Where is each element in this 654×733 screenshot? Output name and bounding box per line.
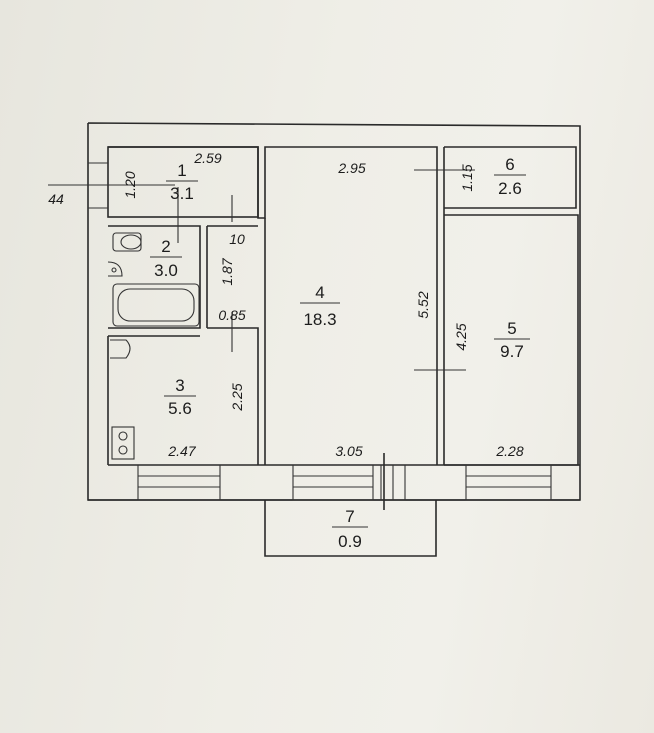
room-3-outline xyxy=(107,327,259,465)
room-6-number: 6 xyxy=(505,155,514,174)
room-4-outline xyxy=(264,147,445,465)
room-1-label: 1 3.1 xyxy=(166,161,198,203)
room-6-area: 2.6 xyxy=(498,179,522,198)
dim-2-59: 2.59 xyxy=(193,150,221,166)
dim-10: 10 xyxy=(229,231,245,247)
room-7-outline xyxy=(264,500,437,557)
room-5-area: 9.7 xyxy=(500,342,524,361)
room-2-label: 2 3.0 xyxy=(150,237,182,280)
room-7-number: 7 xyxy=(345,507,354,526)
room-7-label: 7 0.9 xyxy=(332,507,368,551)
dim-1-15: 1.15 xyxy=(459,164,475,191)
dim-2-95: 2.95 xyxy=(337,160,365,176)
room-4-area: 18.3 xyxy=(303,310,336,329)
bathtub-icon xyxy=(112,283,200,327)
dim-5-52: 5.52 xyxy=(415,291,431,318)
dim-0-85: 0.85 xyxy=(218,307,245,323)
room-2-outline xyxy=(108,225,258,329)
room-2-area: 3.0 xyxy=(154,261,178,280)
dim-2-25: 2.25 xyxy=(229,383,245,411)
kitchen-sink-icon xyxy=(110,339,131,359)
wall-ticks xyxy=(88,162,108,209)
room-3-area: 5.6 xyxy=(168,399,192,418)
window-living xyxy=(292,464,374,501)
room-6-label: 6 2.6 xyxy=(494,155,526,198)
room-1-area: 3.1 xyxy=(170,184,194,203)
room-5-label: 5 9.7 xyxy=(494,319,530,361)
room-3-number: 3 xyxy=(175,376,184,395)
dim-3-05: 3.05 xyxy=(335,443,362,459)
bottom-wall xyxy=(88,464,580,501)
window-bedroom xyxy=(465,464,552,501)
dim-2-47: 2.47 xyxy=(167,443,196,459)
dim-1-20: 1.20 xyxy=(122,171,138,198)
dimension-labels: 2.59 1.20 44 2.95 1.15 10 1.87 0.85 5.52… xyxy=(48,150,524,459)
room-5-number: 5 xyxy=(507,319,516,338)
room-4-number: 4 xyxy=(315,283,324,302)
room-4-label: 4 18.3 xyxy=(300,283,340,329)
sink-icon xyxy=(107,261,123,277)
balcony-door xyxy=(380,453,406,510)
room-6-outline xyxy=(444,146,577,209)
window-kitchen xyxy=(137,464,221,501)
dim-1-87: 1.87 xyxy=(219,257,235,285)
room-1-outline xyxy=(107,146,259,218)
dim-4-25: 4.25 xyxy=(453,323,469,350)
room-7-area: 0.9 xyxy=(338,532,362,551)
dim-44: 44 xyxy=(48,191,64,207)
stove-icon xyxy=(111,426,135,460)
room-1-number: 1 xyxy=(177,161,186,180)
dim-2-28: 2.28 xyxy=(495,443,523,459)
room-3-label: 3 5.6 xyxy=(164,376,196,418)
toilet-icon xyxy=(112,232,142,252)
dimension-lines xyxy=(48,169,475,371)
room-2-number: 2 xyxy=(161,237,170,256)
